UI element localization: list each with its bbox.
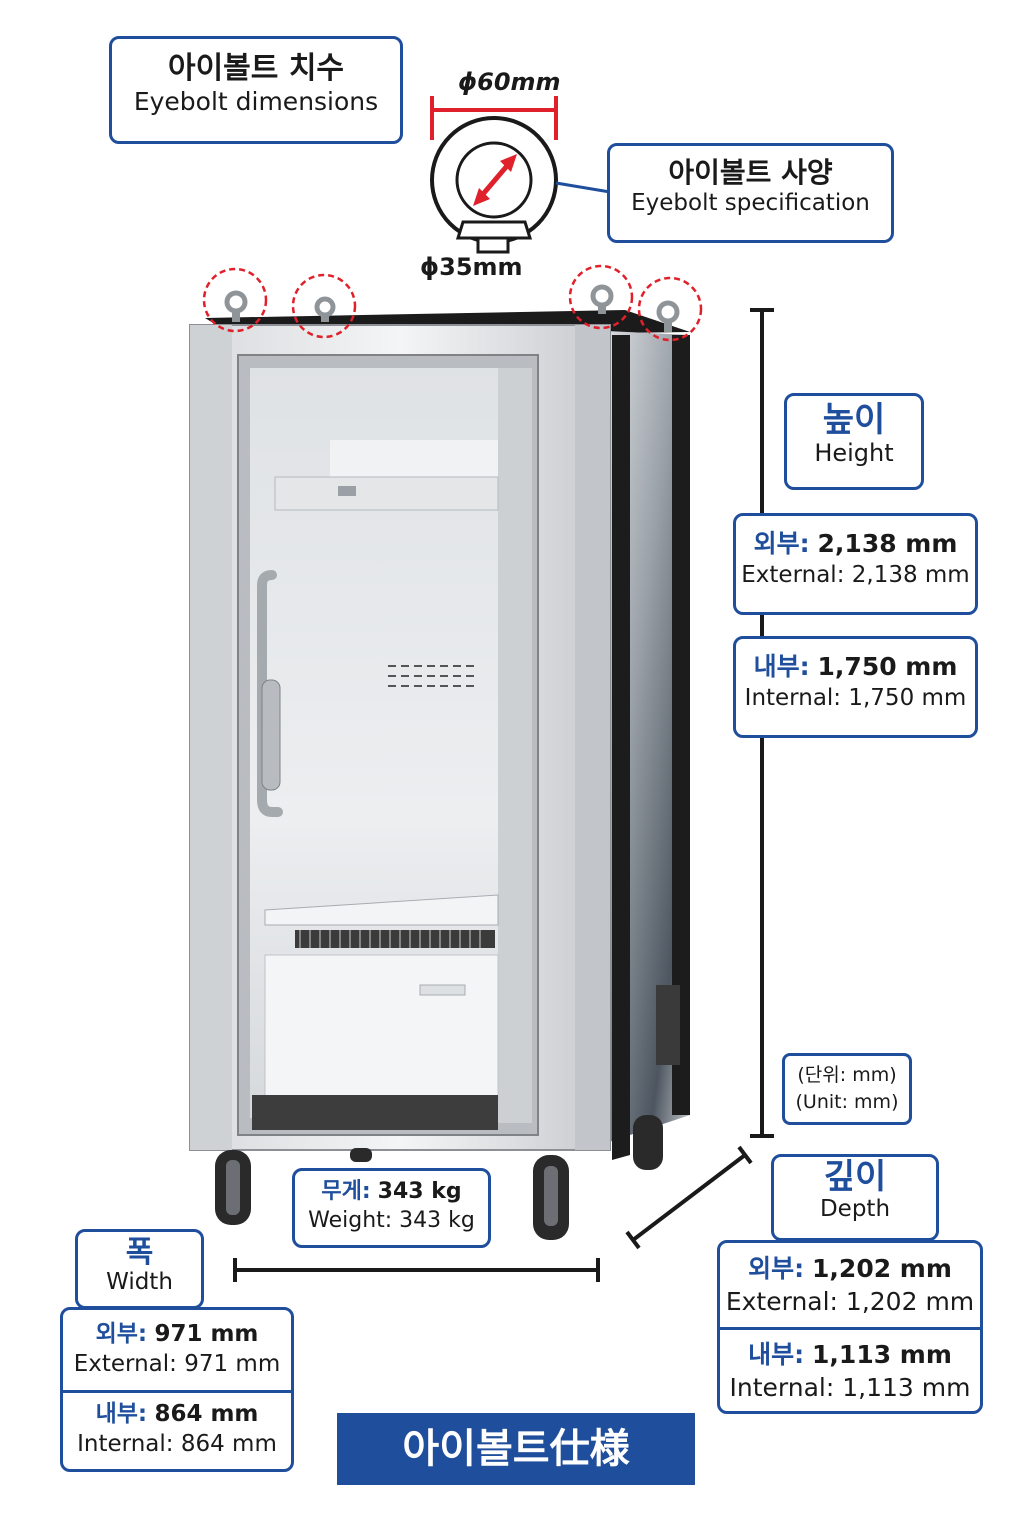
eyebolt-spec-ko: 아이볼트 사양 bbox=[668, 156, 833, 189]
unit-en: (Unit: mm) bbox=[795, 1090, 899, 1113]
height-ko: 높이 bbox=[822, 400, 886, 440]
depth-ko: 깊이 bbox=[823, 1157, 887, 1197]
width-internal-value: 864 mm bbox=[154, 1401, 259, 1427]
eyebolt-inner-diameter: ϕ35mm bbox=[420, 253, 523, 281]
width-internal-en: Internal: 864 mm bbox=[77, 1430, 277, 1457]
eyebolt-spec-en: Eyebolt specification bbox=[631, 189, 870, 216]
weight-value: 343 kg bbox=[377, 1179, 462, 1204]
height-internal-value: 1,750 mm bbox=[817, 652, 958, 681]
eyebolt-spec-label: 아이볼트 사양 Eyebolt specification bbox=[607, 143, 894, 243]
height-internal-box: 내부: 1,750 mm Internal: 1,750 mm bbox=[733, 636, 978, 738]
height-internal-en: Internal: 1,750 mm bbox=[744, 684, 967, 711]
height-external-value: 2,138 mm bbox=[817, 529, 958, 558]
height-external-box: 외부: 2,138 mm External: 2,138 mm bbox=[733, 513, 978, 615]
width-divider bbox=[63, 1390, 291, 1393]
depth-divider bbox=[720, 1327, 980, 1330]
eyebolt-detail bbox=[430, 96, 611, 254]
banner-title: 아이볼트仕様 bbox=[337, 1413, 695, 1485]
width-ko: 폭 bbox=[125, 1235, 154, 1270]
interior-vent bbox=[295, 930, 495, 948]
width-en: Width bbox=[106, 1269, 173, 1295]
depth-internal-en: Internal: 1,113 mm bbox=[729, 1372, 971, 1402]
width-external-value: 971 mm bbox=[154, 1321, 259, 1347]
unit-note: (단위: mm) (Unit: mm) bbox=[782, 1053, 912, 1125]
side-panel bbox=[585, 330, 690, 1150]
depth-external-en: External: 1,202 mm bbox=[725, 1286, 975, 1316]
floor-mat bbox=[252, 1095, 498, 1130]
unit-ko: (단위: mm) bbox=[797, 1064, 897, 1086]
eyebolt-dimensions-label: 아이볼트 치수 Eyebolt dimensions bbox=[109, 36, 403, 144]
height-external-en: External: 2,138 mm bbox=[741, 561, 970, 588]
eyebolt-callout-circles bbox=[202, 264, 703, 342]
weight-en: Weight: 343 kg bbox=[308, 1207, 475, 1233]
side-frame-strip bbox=[612, 335, 630, 1160]
door-handle bbox=[257, 580, 283, 817]
height-heading: 높이 Height bbox=[784, 393, 924, 490]
weight-box: 무게: 343 kg Weight: 343 kg bbox=[292, 1168, 491, 1248]
depth-en: Depth bbox=[819, 1196, 891, 1223]
depth-heading: 깊이 Depth bbox=[771, 1154, 939, 1241]
width-box: 외부: 971 mm External: 971 mm 내부: 864 mm I… bbox=[60, 1307, 294, 1472]
depth-internal-value: 1,113 mm bbox=[812, 1340, 952, 1369]
side-vent bbox=[656, 985, 680, 1065]
eyebolt-outer-diameter: ϕ60mm bbox=[458, 68, 561, 96]
depth-box: 외부: 1,202 mm External: 1,202 mm 내부: 1,11… bbox=[717, 1240, 983, 1414]
eyebolt-dimensions-en: Eyebolt dimensions bbox=[133, 87, 379, 116]
eyebolt-dimensions-ko: 아이볼트 치수 bbox=[167, 51, 345, 86]
width-external-en: External: 971 mm bbox=[73, 1350, 281, 1377]
height-en: Height bbox=[814, 439, 894, 468]
width-heading: 폭 Width bbox=[75, 1229, 204, 1309]
caster-wheels bbox=[215, 1115, 663, 1240]
depth-external-value: 1,202 mm bbox=[812, 1254, 952, 1283]
